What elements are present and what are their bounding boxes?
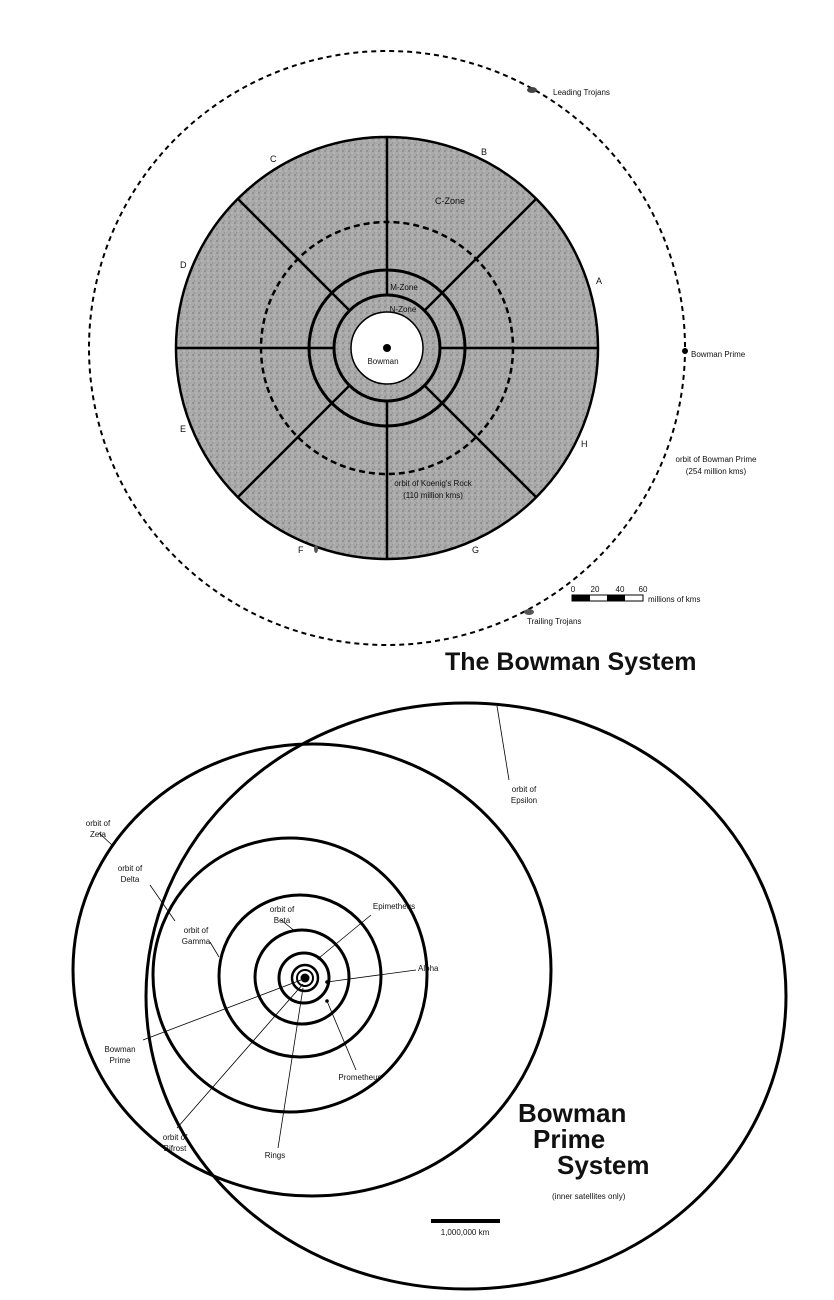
leader-lines — [98, 705, 510, 1149]
prime-title-line1: Bowman — [518, 1098, 626, 1128]
bowman-prime-system-diagram — [71, 701, 788, 1291]
bowman-prime-planet — [300, 973, 310, 983]
bowman-prime-label: Bowman Prime — [691, 350, 746, 359]
star-label: Bowman — [367, 357, 398, 366]
delta-label-1: orbit of — [118, 864, 143, 873]
gamma-label-1: orbit of — [184, 926, 209, 935]
prime-label-2: Prime — [110, 1056, 131, 1065]
gamma-orbit — [217, 893, 383, 1059]
prime-system-title: Bowman Prime System (inner satellites on… — [518, 1098, 650, 1201]
gamma-label-2: Gamma — [182, 937, 211, 946]
koenig-orbit-label-1: orbit of Koenig's Rock — [394, 479, 473, 488]
epimetheus-label: Epimetheus — [373, 902, 415, 911]
delta-orbit — [151, 836, 429, 1114]
m-zone-boundary — [307, 268, 467, 428]
scale-unit: millions of kms — [648, 595, 700, 604]
bowman-system-title: The Bowman System — [445, 648, 696, 676]
sector-b-label: B — [481, 147, 487, 157]
prometheus-label: Prometheus — [338, 1073, 381, 1082]
bowman-system-diagram: C-Zone M-Zone N-Zone Bowman orbit of Koe… — [88, 50, 757, 676]
sector-g-label: G — [472, 545, 479, 555]
epsilon-orbit — [144, 701, 788, 1291]
km-scale-bar: 1,000,000 km — [431, 1219, 500, 1237]
bifrost-label-1: orbit of — [163, 1133, 188, 1142]
zeta-label-1: orbit of — [86, 819, 111, 828]
koenig-rock-orbit — [259, 220, 515, 476]
scale-bar: 0 20 40 60 millions of kms — [571, 585, 701, 604]
scale-tick-20: 20 — [591, 585, 600, 594]
zeta-orbit — [71, 742, 553, 1198]
scale-tick-40: 40 — [616, 585, 625, 594]
beta-label-1: orbit of — [270, 905, 295, 914]
zeta-label-2: Zeta — [90, 830, 107, 839]
m-zone-label: M-Zone — [390, 283, 418, 292]
n-zone-label: N-Zone — [390, 305, 417, 314]
scale-tick-60: 60 — [639, 585, 648, 594]
f-trojan-marker — [314, 545, 318, 553]
bowman-prime-marker — [682, 348, 688, 354]
rings-label: Rings — [265, 1151, 285, 1160]
prime-title-line3: System — [557, 1150, 650, 1180]
beta-label-2: Beta — [274, 916, 291, 925]
prime-label-1: Bowman — [104, 1045, 135, 1054]
bowman-star — [383, 344, 391, 352]
prime-title-line2: Prime — [533, 1124, 605, 1154]
inner-orbit-1 — [277, 951, 331, 1005]
trailing-trojans-marker — [524, 609, 534, 615]
sector-f-label: F — [298, 545, 304, 555]
epsilon-label-1: orbit of — [512, 785, 537, 794]
bifrost-label-2: Bifrost — [164, 1144, 187, 1153]
delta-label-2: Delta — [121, 875, 140, 884]
sector-e-label: E — [180, 424, 186, 434]
leading-trojans-marker — [527, 87, 537, 93]
rings-orbit — [296, 969, 314, 987]
sector-a-label: A — [596, 276, 602, 286]
trailing-trojans-label: Trailing Trojans — [527, 617, 581, 626]
prime-orbit-label-2: (254 million kms) — [686, 467, 747, 476]
epsilon-label-2: Epsilon — [511, 796, 537, 805]
c-zone-label: C-Zone — [435, 196, 465, 206]
koenig-orbit-label-2: (110 million kms) — [403, 491, 463, 500]
prime-orbit-label-1: orbit of Bowman Prime — [676, 455, 757, 464]
beta-orbit — [253, 928, 351, 1026]
n-zone-boundary — [332, 293, 442, 403]
alpha-label: Alpha — [418, 964, 439, 973]
sector-h-label: H — [581, 439, 588, 449]
leading-trojans-label: Leading Trojans — [553, 88, 610, 97]
sector-c-label: C — [270, 154, 277, 164]
bifrost-orbit — [290, 963, 320, 993]
km-scale-label: 1,000,000 km — [441, 1228, 490, 1237]
sector-d-label: D — [180, 260, 187, 270]
prime-subtitle: (inner satellites only) — [552, 1192, 626, 1201]
scale-tick-0: 0 — [571, 585, 576, 594]
prime-system-labels: orbit of Epsilon orbit of Zeta orbit of … — [86, 785, 537, 1160]
